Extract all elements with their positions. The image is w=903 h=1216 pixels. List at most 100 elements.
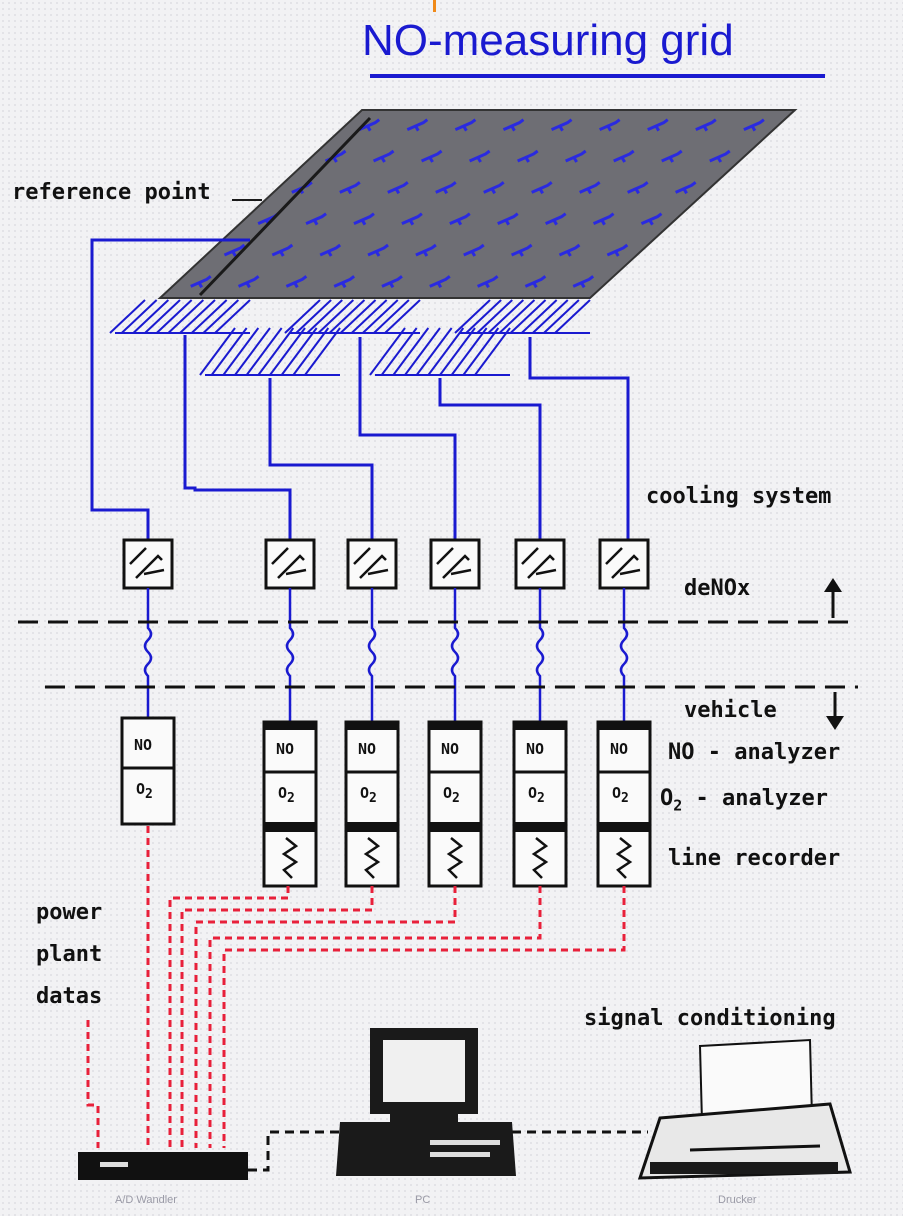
- no-sensor-label: NO: [441, 740, 460, 758]
- probe-mark: [406, 118, 429, 132]
- probe-fan: [454, 299, 591, 334]
- measurement-unit: [427, 538, 483, 888]
- probe-mark: [401, 212, 423, 226]
- probe-mark: [367, 243, 389, 257]
- probe-pipes: [90, 238, 630, 540]
- probe-mark: [502, 118, 525, 132]
- signal-conditioning-label: signal conditioning: [584, 1006, 836, 1031]
- line-recorder-label: line recorder: [668, 846, 841, 871]
- orange-marker: [433, 0, 436, 12]
- probe-mark: [531, 181, 553, 195]
- probe-mark: [640, 212, 663, 226]
- pipe-4: [358, 337, 457, 540]
- reference-point-marker: [198, 116, 372, 297]
- probe-fan: [109, 299, 251, 334]
- probe-mark: [237, 275, 260, 289]
- probe-mark: [510, 243, 533, 257]
- probe-mark: [358, 118, 381, 132]
- probe-mark: [695, 118, 717, 132]
- probe-mark: [743, 118, 765, 132]
- o2-sensor-label: O2: [443, 784, 460, 806]
- o2-sensor-label: O2: [136, 780, 153, 802]
- grid-probes: [190, 118, 765, 289]
- o2-sensor-label: O2: [528, 784, 545, 806]
- probe-fan: [369, 327, 511, 376]
- measurement-unit: [120, 538, 176, 826]
- pipe-6: [528, 337, 630, 540]
- probe-mark: [579, 181, 601, 195]
- measuring-grid-plate: [157, 109, 798, 299]
- probe-mark: [333, 275, 356, 289]
- probe-mark: [647, 118, 669, 132]
- probe-mark: [449, 212, 471, 226]
- no-sensor-label: NO: [526, 740, 545, 758]
- measurement-units: [120, 538, 652, 888]
- no-sensor-label: NO: [358, 740, 377, 758]
- cooler-box: [122, 538, 174, 590]
- probe-mark: [463, 243, 485, 257]
- signal-lines: [86, 826, 626, 1148]
- probe-mark: [558, 243, 581, 257]
- no-sensor-label: NO: [276, 740, 295, 758]
- arrow-up-icon: [824, 578, 842, 618]
- probe-mark: [709, 149, 731, 163]
- o2-sensor-label: O2: [278, 784, 295, 806]
- probe-mark: [271, 243, 294, 257]
- probe-mark: [381, 275, 403, 289]
- arrow-down-icon: [826, 692, 844, 730]
- no-analyzer-label: NO - analyzer: [668, 740, 841, 765]
- probe-fan: [199, 327, 341, 376]
- probe-mark: [305, 212, 327, 226]
- vehicle-label: vehicle: [684, 698, 777, 723]
- probe-mark: [420, 149, 443, 163]
- probe-mark: [550, 118, 573, 132]
- probe-mark: [435, 181, 457, 195]
- probe-mark: [524, 275, 547, 289]
- probe-mark: [190, 275, 212, 289]
- probe-mark: [517, 149, 539, 163]
- reference-point-label: reference point: [12, 180, 211, 205]
- title-underline: [370, 74, 825, 78]
- pipe-1: [90, 238, 250, 540]
- probe-mark: [372, 149, 395, 163]
- probe-mark: [285, 275, 308, 289]
- no-sensor-label: NO: [134, 736, 153, 754]
- datas-label: datas: [36, 984, 103, 1009]
- probe-mark: [545, 212, 567, 226]
- probe-mark: [387, 181, 409, 195]
- diagram-title: NO-measuring grid: [362, 16, 734, 65]
- probe-mark: [468, 149, 491, 163]
- probe-mark: [429, 275, 451, 289]
- probe-mark: [592, 212, 615, 226]
- probe-mark: [599, 118, 621, 132]
- probe-mark: [627, 181, 649, 195]
- cooler-box: [429, 538, 481, 590]
- power-label: power: [36, 900, 103, 925]
- printer-caption: Drucker: [718, 1194, 757, 1206]
- cooler-box: [514, 538, 566, 590]
- pipe-2: [183, 335, 292, 540]
- printer-icon: [637, 1038, 852, 1180]
- probe-mark: [415, 243, 437, 257]
- pipe-5: [438, 378, 542, 540]
- probe-mark: [476, 275, 499, 289]
- probe-mark: [339, 181, 361, 195]
- probe-mark: [497, 212, 519, 226]
- pc-icon: [336, 1028, 516, 1176]
- probe-mark: [572, 275, 595, 289]
- probe-mark: [353, 212, 375, 226]
- probe-mark: [319, 243, 342, 257]
- ad-converter-caption: A/D Wandler: [115, 1194, 177, 1206]
- probe-fan: [284, 299, 421, 334]
- measurement-unit: [512, 538, 568, 888]
- no-sensor-label: NO: [610, 740, 629, 758]
- cooling-system-label: cooling system: [646, 484, 832, 509]
- probe-mark: [606, 243, 629, 257]
- denox-label: deNOx: [684, 576, 751, 601]
- probe-mark: [661, 149, 683, 163]
- probe-mark: [613, 149, 635, 163]
- probe-mark: [674, 181, 697, 195]
- measurement-unit: [262, 538, 318, 888]
